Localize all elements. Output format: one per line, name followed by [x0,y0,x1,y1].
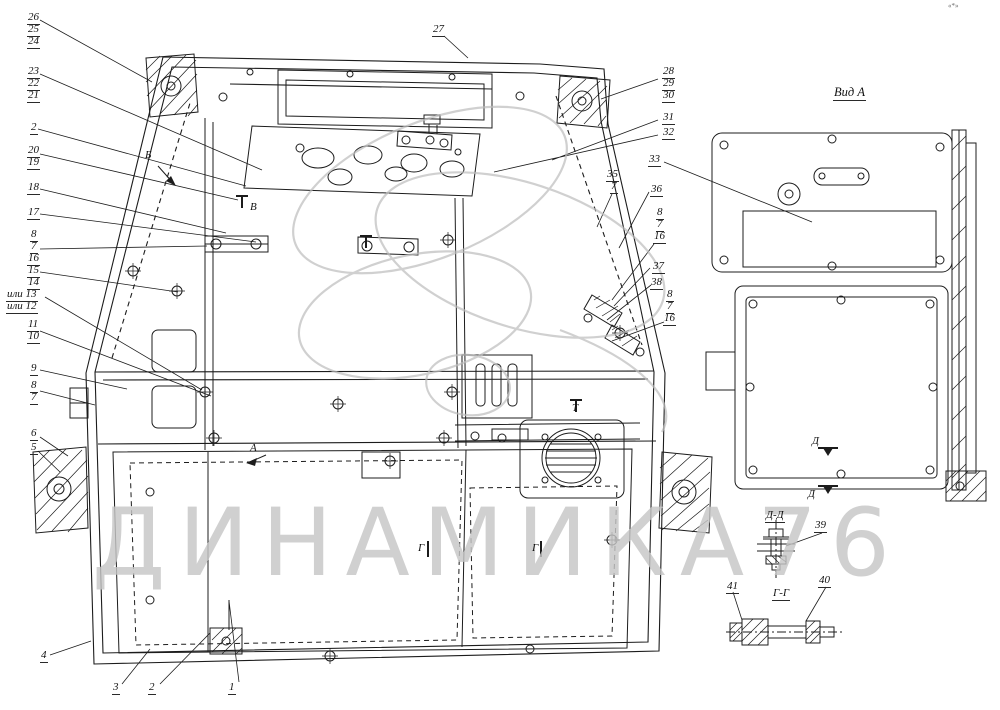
callout-10: 10 [27,330,40,344]
cut-letter-g1: Г [418,542,425,554]
callout-7d: 7 [656,218,664,232]
section-gg-title: Г-Г [772,587,791,601]
callout-8b: 8 [30,379,38,393]
corner-mark: «*» [948,2,959,10]
callout-33: 33 [648,153,661,167]
callout-leader-lines [37,19,827,685]
view-letter-b: Б [145,149,152,161]
callout-37: 37 [652,260,665,274]
callout-23: 23 [27,65,40,79]
callout-16: 16 [27,252,40,266]
callout-2: 2 [30,121,38,135]
swirl-watermark [292,105,668,433]
view-a-drawing [705,129,987,502]
callout-16c: 16 [663,312,676,326]
corner-brackets [32,53,713,655]
callout-7b: 7 [30,391,38,405]
callout-5: 5 [30,441,38,455]
callout-35: 35 [606,168,619,182]
roof-and-dashboard [243,69,493,197]
callout-29: 29 [662,77,675,91]
callout-7c: 7 [610,180,618,194]
callout-1: 1 [228,681,236,695]
view-letter-a: А [250,442,257,454]
callout-4: 4 [40,649,48,663]
callout-19: 19 [27,156,40,170]
callout-17: 17 [27,206,40,220]
callout-22: 22 [27,77,40,91]
section-details [726,520,842,646]
callout-9: 9 [30,362,38,376]
callout-36: 36 [650,183,663,197]
callout-or-13: или 13 [6,288,38,302]
callout-39: 39 [814,519,827,533]
callout-32: 32 [662,126,675,140]
callout-38: 38 [650,276,663,290]
callout-28: 28 [662,65,675,79]
callout-30: 30 [662,89,675,103]
callout-25: 25 [27,23,40,37]
callout-7: 7 [30,240,38,254]
callout-2b: 2 [148,681,156,695]
callout-11: 11 [27,318,40,332]
callout-26: 26 [27,11,40,25]
callout-27: 27 [432,23,445,37]
callout-41: 41 [726,580,739,594]
callout-15: 15 [27,264,40,278]
cut-plane-marks [157,165,838,557]
cut-letter-v: В [250,201,257,213]
callout-21: 21 [27,89,40,103]
callout-24: 24 [27,35,40,49]
callout-14: 14 [27,276,40,290]
cut-letter-d1: Д [812,435,819,447]
callout-3: 3 [112,681,120,695]
section-dd-title: Д-Д [765,509,785,523]
cut-letter-d2: Д [808,488,815,500]
cut-letter-t: Т [572,402,579,414]
callout-18: 18 [27,181,40,195]
callout-7e: 7 [666,300,674,314]
watermark-text: ДИНАМИКА76 [92,489,903,598]
callout-8c: 8 [656,206,664,220]
view-a-title: Вид А [833,85,866,101]
callout-or-12: или 12 [6,300,38,314]
callout-6: 6 [30,427,38,441]
cut-letter-g2: Г [532,542,539,554]
callout-31: 31 [662,111,675,125]
callout-20: 20 [27,144,40,158]
callout-40: 40 [818,574,831,588]
floor-panel [112,448,633,654]
callout-8d: 8 [666,288,674,302]
callout-16b: 16 [653,230,666,244]
callout-8: 8 [30,228,38,242]
